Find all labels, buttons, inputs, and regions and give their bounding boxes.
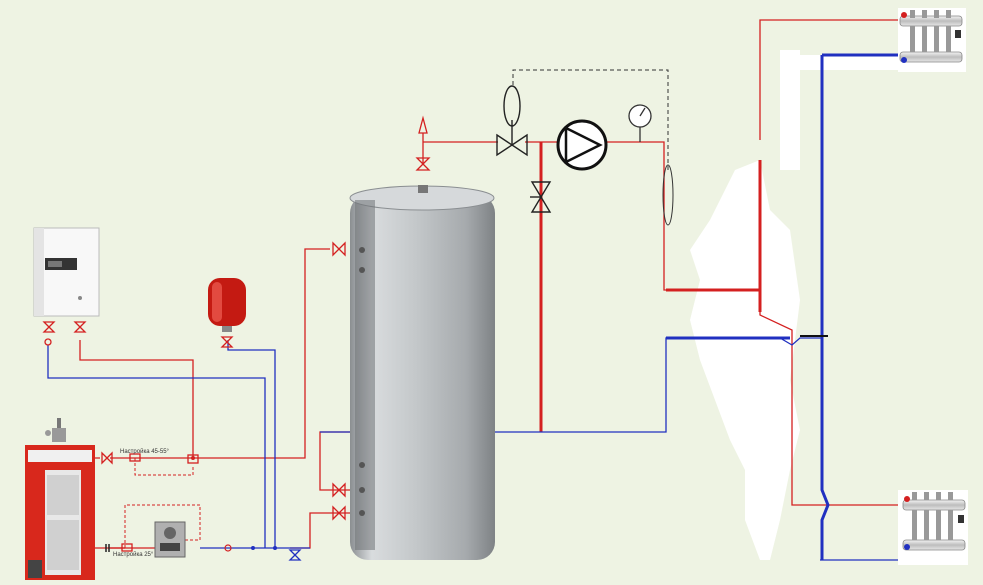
- valve-icons: [42, 115, 431, 561]
- expansion-vessel-icon: [208, 278, 246, 332]
- pressure-gauge-icon: [628, 104, 652, 142]
- thermostatic-valve-icon: [105, 453, 232, 552]
- return-pipes-thick: [666, 53, 905, 560]
- setting-lower-label: Настройка 25°: [113, 551, 154, 558]
- circulation-pump-icon: [556, 119, 608, 171]
- supply-pipes-thick: [539, 142, 762, 432]
- background-white-area: [690, 50, 900, 560]
- bypass-valve-icon: [530, 181, 552, 213]
- three-way-valve-icon: [496, 85, 528, 157]
- buffer-tank-icon: [349, 185, 495, 560]
- solid-fuel-boiler-icon: [25, 418, 95, 580]
- mixing-unit-icon: [154, 521, 186, 558]
- electric-boiler-icon: [33, 227, 100, 317]
- dashed-control-lines: [124, 458, 201, 548]
- setting-upper-label: Настройка 45-55°: [120, 448, 170, 455]
- manifold-bottom-icon: [898, 490, 968, 565]
- manifold-top-icon: [898, 8, 966, 72]
- sensor-control-line: [512, 69, 669, 170]
- temperature-sensor-icon: [662, 164, 674, 226]
- pipe-junction-dots: [191, 456, 277, 550]
